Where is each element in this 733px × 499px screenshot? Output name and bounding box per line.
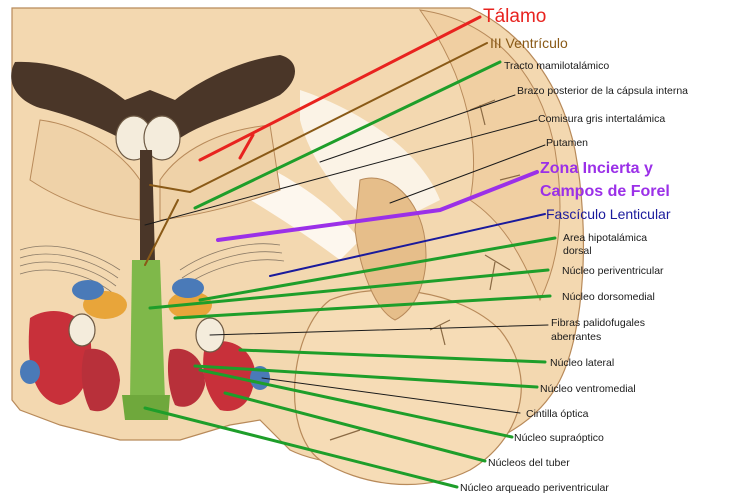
- label-area-line1: Area hipotalámica: [563, 232, 647, 244]
- label-fibras-line1: Fibras palidofugales: [551, 317, 645, 329]
- label-tuber: Núcleos del tuber: [488, 457, 570, 469]
- label-periventricular: Núcleo periventricular: [562, 265, 664, 277]
- label-zona-line2: Campos de Forel: [540, 183, 670, 200]
- nucleus-green: [130, 260, 165, 400]
- label-ventromedial: Núcleo ventromedial: [540, 383, 636, 395]
- label-arqueado: Núcleo arqueado periventricular: [460, 482, 609, 494]
- label-iii-ventriculo: III Ventrículo: [490, 35, 568, 51]
- label-tracto: Tracto mamilotalámico: [504, 60, 609, 72]
- label-zona-line1: Zona Incierta y: [540, 160, 653, 177]
- label-dorsomedial: Núcleo dorsomedial: [562, 291, 655, 303]
- nucleus-blue-bottom-left: [20, 360, 40, 384]
- label-comisura: Comisura gris intertalámica: [538, 113, 665, 125]
- label-supraoptico: Núcleo supraóptico: [514, 432, 604, 444]
- label-fasciculo: Fascículo Lenticular: [546, 206, 671, 222]
- label-fibras-line2: aberrantes: [551, 331, 601, 343]
- label-lateral: Núcleo lateral: [550, 357, 614, 369]
- label-talamo: Tálamo: [483, 6, 546, 27]
- label-putamen: Putamen: [546, 137, 588, 149]
- label-area-line2: dorsal: [563, 245, 592, 257]
- mammillary-left: [69, 314, 95, 346]
- label-brazo: Brazo posterior de la cápsula interna: [517, 85, 688, 97]
- nucleus-blue-right: [172, 278, 204, 298]
- label-cintilla: Cintilla óptica: [526, 408, 589, 420]
- nucleus-blue-left: [72, 280, 104, 300]
